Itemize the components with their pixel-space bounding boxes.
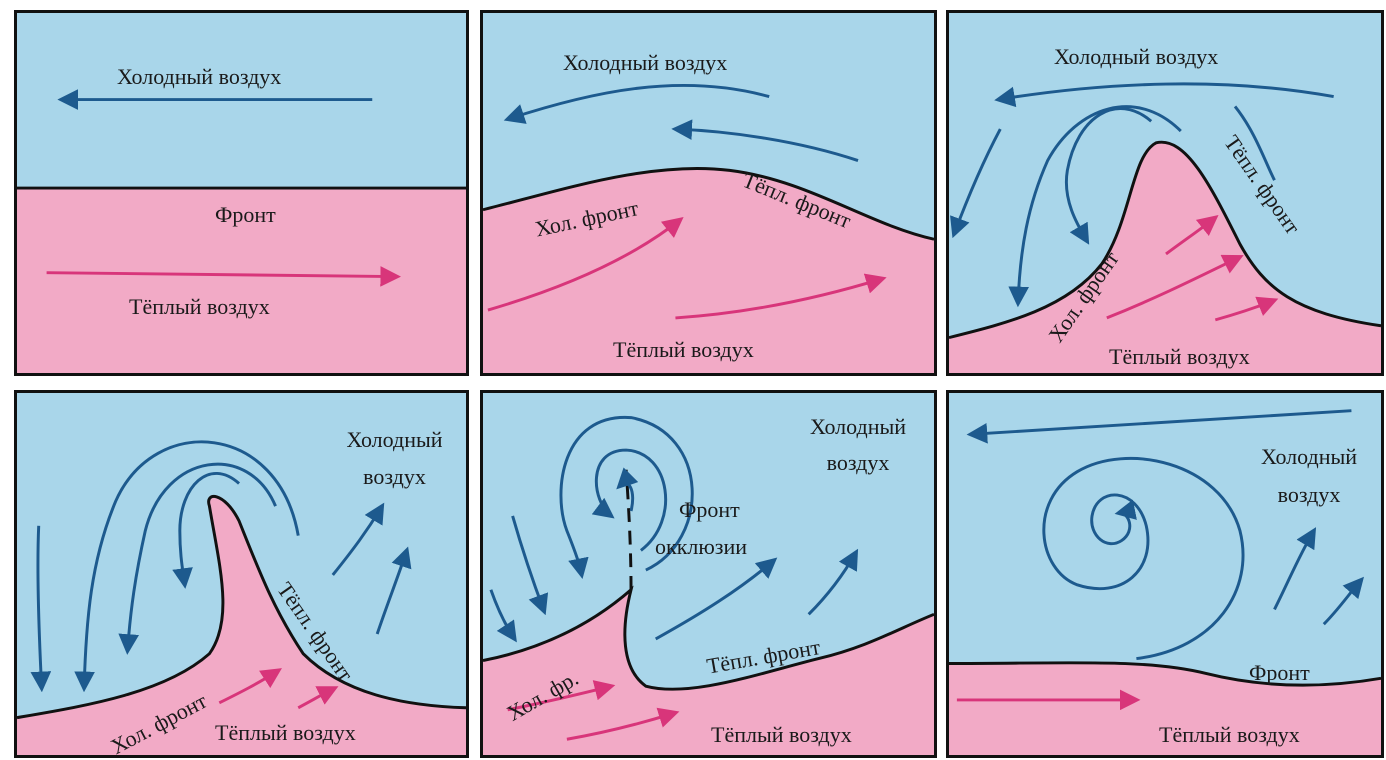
cold-air-label-line-2: воздух [322, 465, 467, 488]
warm-air-label: Тёплый воздух [1159, 723, 1300, 746]
cold-air-arrow [656, 560, 774, 639]
front-label: Фронт [1249, 661, 1310, 684]
cold-air-label: Холодный воздух [563, 51, 727, 74]
warm-air-label: Тёплый воздух [215, 721, 356, 744]
cold-air-arrow [1039, 622, 1068, 639]
warm-air-label: Тёплый воздух [711, 723, 852, 746]
cold-air-arrow [38, 526, 42, 688]
panel-4-cyclone-mature: Холодный воздух Тёпл. фронт Хол. фронт Т… [14, 390, 469, 758]
cold-air-arrow [1044, 458, 1243, 658]
occlusion-front-label-line-1: Фронт [679, 498, 740, 521]
warm-air-label: Тёплый воздух [1109, 345, 1250, 368]
warm-air-region [949, 142, 1381, 373]
cold-air-arrow [954, 129, 1000, 234]
cold-air-arrow [513, 516, 545, 611]
panel-3-wave-developing: Холодный воздух Тёпл. фронт Хол. фронт Т… [946, 10, 1384, 376]
cold-air-arrow [508, 85, 770, 119]
panel-5-occlusion: Холодный воздух Фронт окклюзии Тёпл. фро… [480, 390, 937, 758]
cold-air-label-line-1: Холодный [1239, 445, 1379, 468]
warm-air-region [17, 496, 466, 755]
cold-air-label-line-2: воздух [783, 451, 933, 474]
panel-2-wave-forming: Холодный воздух Тёпл. фронт Хол. фронт Т… [480, 10, 937, 376]
front-label: Фронт [215, 203, 276, 226]
occlusion-front-label-line-2: окклюзии [655, 535, 747, 558]
warm-air-label: Тёплый воздух [129, 295, 270, 318]
cold-air-arrow [971, 411, 1352, 435]
cold-air-label-line-1: Холодный [322, 428, 467, 451]
cold-air-arrow [491, 590, 515, 639]
cold-air-arrow [998, 84, 1333, 100]
left-margin [0, 0, 6, 760]
cold-air-label: Холодный воздух [1054, 45, 1218, 68]
panel-1-stationary-front: Холодный воздух Фронт Тёплый воздух [14, 10, 469, 376]
cold-air-arrow [333, 506, 382, 575]
cold-air-arrow [1274, 531, 1313, 610]
cold-air-arrow [675, 129, 858, 160]
cold-air-arrow [1324, 580, 1361, 624]
cold-air-label: Холодный воздух [117, 65, 281, 88]
cold-air-label-line-1: Холодный [783, 415, 933, 438]
warm-air-label: Тёплый воздух [613, 338, 754, 361]
cold-air-label-line-2: воздух [1239, 483, 1379, 506]
cold-air-arrow [809, 552, 856, 614]
cold-air-arrow [377, 550, 407, 634]
panel-6-dissipation: Холодный воздух Фронт Тёплый воздух [946, 390, 1384, 758]
